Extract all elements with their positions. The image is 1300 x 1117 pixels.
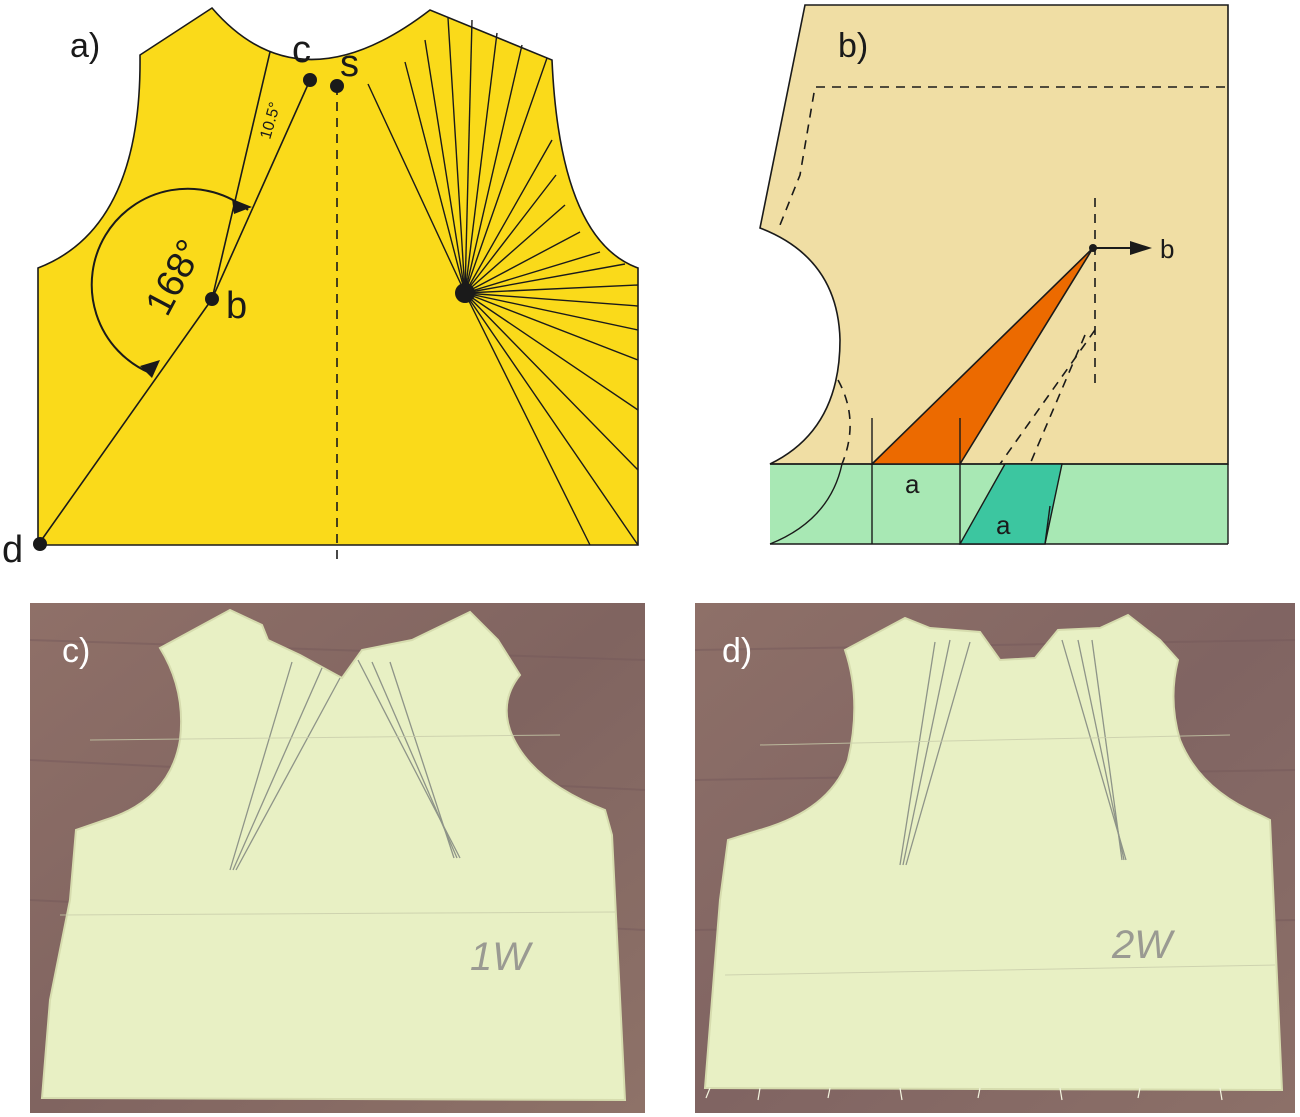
panel-a-pattern-diagram: a) c s b d 10.5° 168°: [2, 6, 639, 571]
dart-fan-lines: [367, 17, 639, 546]
point-c-label: c: [292, 29, 311, 71]
arrow-b-label: b: [1160, 234, 1174, 264]
pencil-dart-lines-2w: [899, 639, 1127, 866]
fabric-piece-2w: [703, 613, 1284, 1092]
panel-d-photo: 2W d): [695, 603, 1295, 1113]
panel-c-label: c): [62, 632, 90, 670]
point-s-dot: [330, 79, 344, 93]
point-d-dot: [33, 537, 47, 551]
point-c-dot: [303, 73, 317, 87]
point-s-label: s: [340, 43, 359, 85]
dart-line-b-top: [211, 51, 271, 300]
pencil-dart-lines-1w: [229, 659, 461, 871]
segment-a-upper-label: a: [905, 469, 920, 499]
green-strip-curve: [769, 463, 843, 545]
fabric-piece-1w: [40, 608, 627, 1102]
angle-arrowhead-bottom: [140, 360, 160, 378]
frayed-hem-edge: [705, 1087, 1223, 1101]
bodice-back-shape: [759, 4, 1229, 465]
pencil-mark-2w: 2W: [1111, 923, 1175, 967]
point-b-dot: [205, 292, 219, 306]
orange-dart-triangle: [870, 247, 1094, 465]
segment-a-lower-label: a: [996, 510, 1011, 540]
bodice-pattern-shape: [37, 6, 639, 546]
dart-line-bd: [37, 298, 213, 546]
angle-arrowhead-top: [232, 199, 252, 214]
fan-apex-dot: [455, 283, 475, 303]
panel-c-photo: 1W c): [30, 603, 645, 1113]
point-d-label: d: [2, 529, 23, 571]
panel-d-label: d): [722, 632, 752, 670]
shift-arrowhead: [1130, 241, 1152, 255]
teal-dart-shape: [958, 463, 1063, 545]
point-b-label: b: [226, 285, 247, 327]
panel-b-label: b): [838, 27, 868, 65]
panel-b-pattern-diagram: b) b a a: [759, 4, 1229, 545]
dart-line-bc: [211, 79, 311, 300]
panel-a-label: a): [70, 27, 100, 65]
angle-arc-168: [90, 187, 249, 374]
pencil-mark-1w: 1W: [470, 935, 533, 979]
dashed-construction-lines: [777, 86, 1225, 465]
